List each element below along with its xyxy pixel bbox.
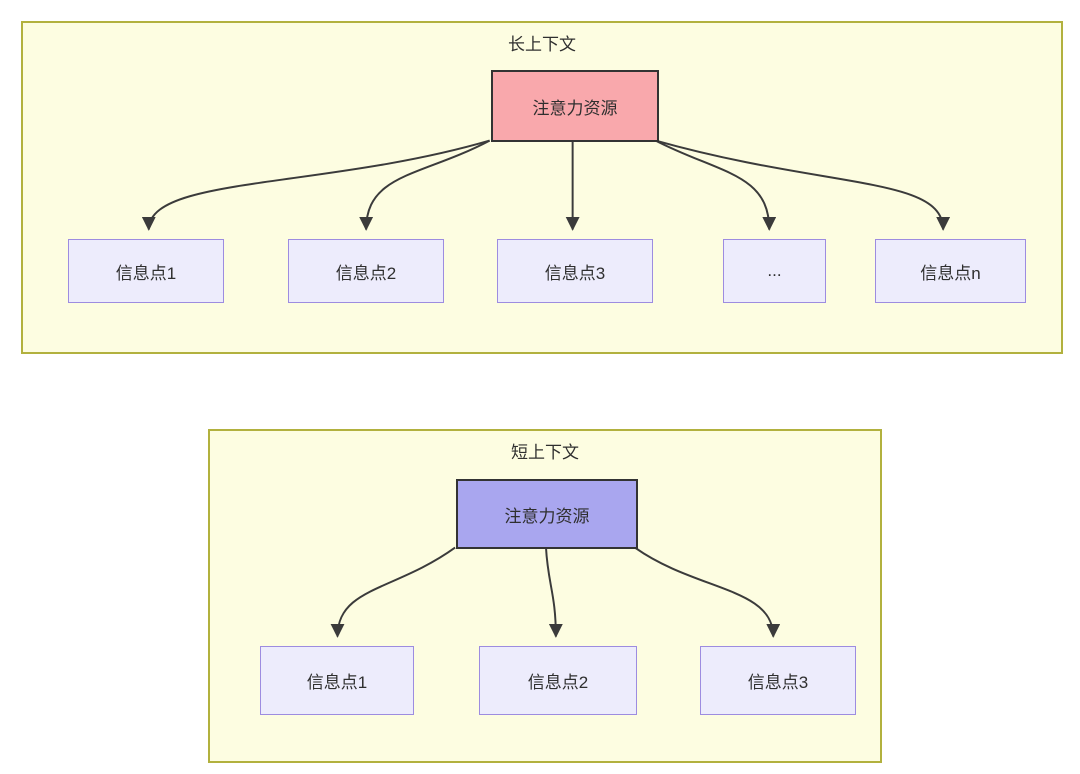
attention-resource-box-long: 注意力资源: [491, 70, 659, 142]
info-box-long-ellipsis: ...: [723, 239, 826, 303]
attention-resource-box-short: 注意力资源: [456, 479, 638, 549]
arrow-long-5: [655, 139, 951, 231]
info-box-long-1: 信息点1: [68, 239, 224, 303]
info-box-short-1: 信息点1: [260, 646, 414, 715]
info-box-short-3: 信息点3: [700, 646, 856, 715]
arrow-short-1: [330, 546, 456, 638]
arrow-long-1: [141, 139, 490, 231]
long-context-panel: 长上下文 注意力资源 信息点1 信息点2 信息点3 ... 信息点n: [21, 21, 1063, 354]
long-context-title: 长上下文: [508, 35, 576, 54]
arrow-long-4: [655, 139, 777, 231]
arrow-short-3: [634, 546, 781, 638]
short-context-title: 短上下文: [511, 443, 579, 462]
info-box-long-2: 信息点2: [288, 239, 444, 303]
info-box-long-3: 信息点3: [497, 239, 653, 303]
arrow-long-2: [359, 139, 491, 231]
arrow-short-2: [545, 547, 563, 638]
info-box-long-n: 信息点n: [875, 239, 1026, 303]
info-box-short-2: 信息点2: [479, 646, 637, 715]
short-context-panel: 短上下文 注意力资源 信息点1 信息点2 信息点3: [208, 429, 882, 763]
